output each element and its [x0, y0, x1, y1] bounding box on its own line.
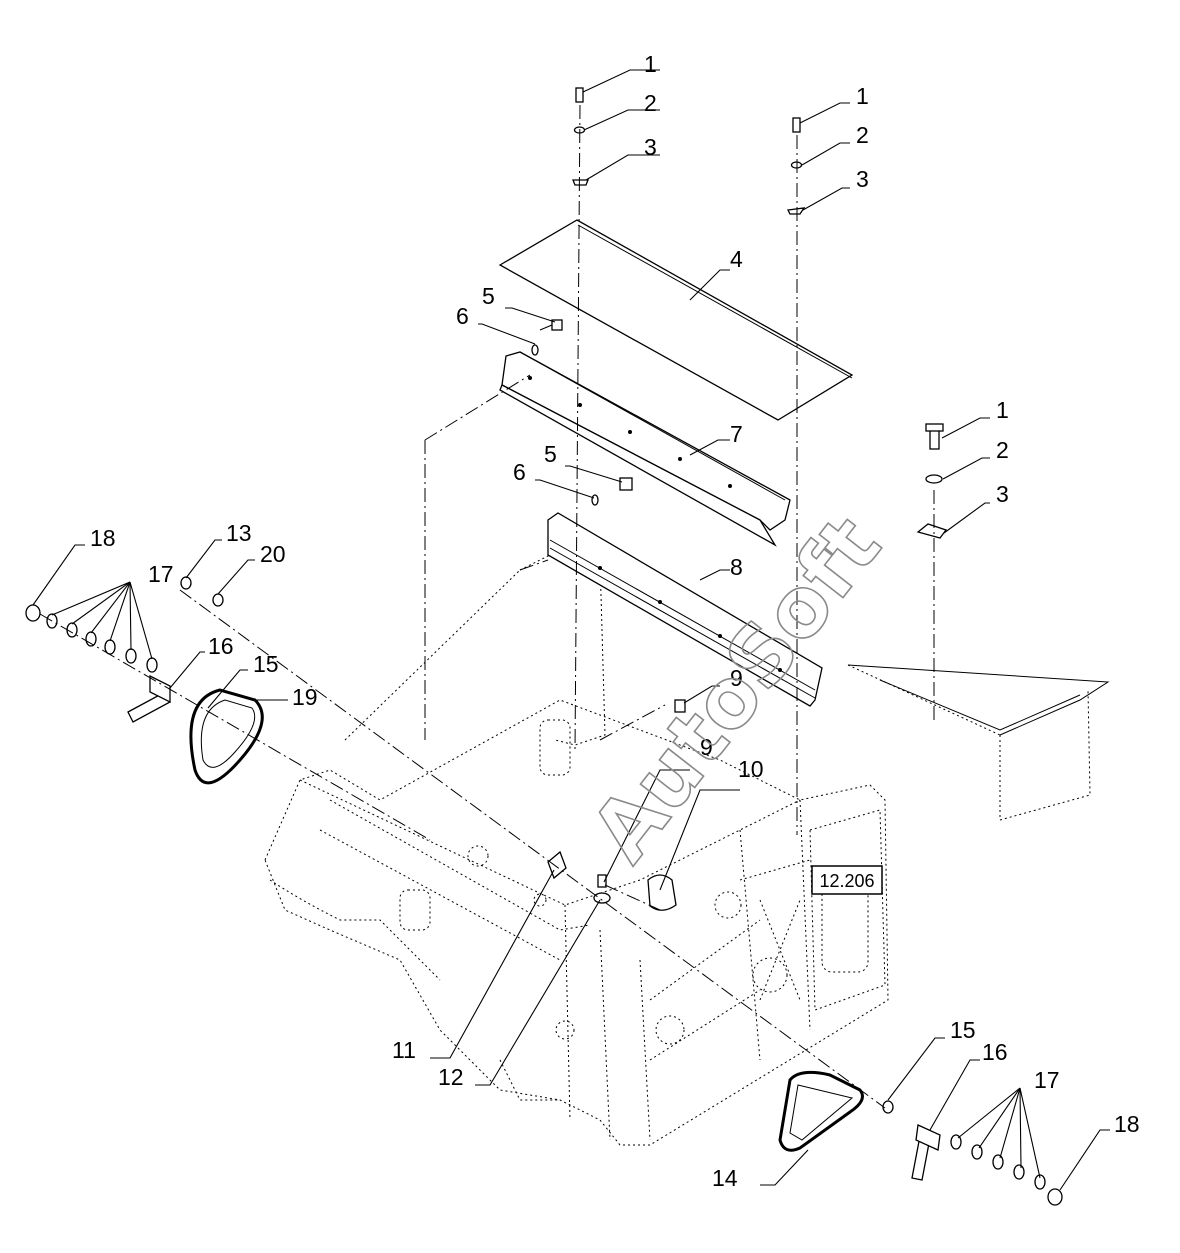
belts: [189, 688, 864, 1152]
lower-channel: [547, 512, 823, 707]
callout-20: 20: [260, 541, 286, 567]
reference-box: 12.206: [811, 865, 883, 895]
callout-1-top-left: 1: [644, 51, 657, 77]
callout-15-left: 15: [253, 651, 279, 677]
callout-labels: 1 2 3 1 2 3 4 5 6 7 5 6 1 2 3 8 9 9 10 1…: [90, 51, 1140, 1191]
callout-19: 19: [292, 684, 318, 710]
callout-9-lower: 9: [700, 734, 713, 760]
hardware: [25, 87, 1063, 1206]
callout-16-right: 16: [982, 1039, 1008, 1065]
callout-5-lower: 5: [544, 441, 557, 467]
leader-lines: [32, 69, 1110, 1191]
callout-9-upper: 9: [730, 665, 743, 691]
side-shield: [847, 664, 1110, 821]
callout-8: 8: [730, 554, 743, 580]
callout-3-top-left: 3: [644, 134, 657, 160]
callout-18-left: 18: [90, 525, 116, 551]
callout-4: 4: [730, 246, 743, 272]
callout-1-top-right: 1: [856, 83, 869, 109]
callout-3-right: 3: [996, 481, 1009, 507]
centerlines: [39, 104, 935, 1109]
callout-14: 14: [712, 1165, 738, 1191]
callout-16-left: 16: [208, 633, 234, 659]
callout-2-right: 2: [996, 437, 1009, 463]
cover-plate: [498, 219, 854, 421]
reference-box-label: 12.206: [819, 871, 874, 891]
callout-7: 7: [730, 421, 743, 447]
callout-6-lower: 6: [513, 459, 526, 485]
callout-17-right: 17: [1034, 1067, 1060, 1093]
callout-11: 11: [392, 1037, 416, 1063]
callout-15-right: 15: [950, 1017, 976, 1043]
callout-6-upper: 6: [456, 303, 469, 329]
callout-2-top-left: 2: [644, 90, 657, 116]
callout-10: 10: [738, 756, 764, 782]
callout-5-upper: 5: [482, 283, 495, 309]
callout-18-right: 18: [1114, 1111, 1140, 1137]
rear-panel: [344, 549, 606, 746]
callout-17-left: 17: [148, 561, 174, 587]
callout-2-top-right: 2: [856, 122, 869, 148]
callout-1-right: 1: [996, 397, 1009, 423]
callout-13: 13: [226, 520, 252, 546]
callout-12: 12: [438, 1064, 464, 1090]
support-channel: [499, 351, 791, 547]
main-frame: [264, 699, 889, 1146]
clip-plate-large: [916, 523, 948, 539]
callout-3-top-right: 3: [856, 166, 869, 192]
